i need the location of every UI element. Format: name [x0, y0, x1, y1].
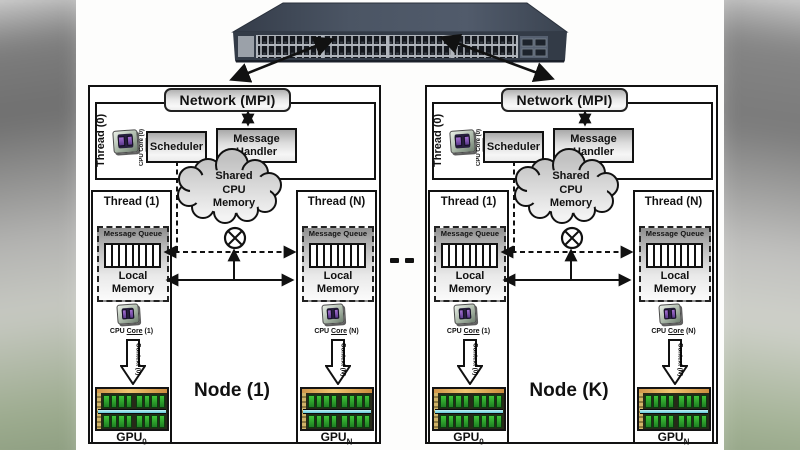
- message-queue-slots: [309, 243, 366, 268]
- node-title: Node (1): [194, 380, 270, 401]
- message-queue-label: Message Queue: [645, 228, 705, 238]
- message-handler-box: Message Handler: [553, 128, 634, 163]
- network-mpi-label: Network (MPI): [516, 92, 613, 108]
- more-nodes-ellipsis-dash: [405, 258, 414, 263]
- more-nodes-ellipsis-dash: [390, 258, 399, 263]
- cpu-core-label: CPU Core (1): [109, 328, 154, 335]
- network-switch-image: [231, 2, 569, 63]
- cpu-chip-icon: [658, 303, 682, 325]
- cpu-chip-icon: [116, 303, 140, 325]
- gpu-card-image: [95, 387, 169, 431]
- node-title: Node (K): [529, 380, 609, 401]
- context-arrow: Context (N): [325, 339, 351, 385]
- svg-text:Context (N): Context (N): [340, 343, 347, 376]
- message-queue-label: Message Queue: [308, 228, 368, 238]
- node-box: Network (MPI) Thread (0) CPU Core (0) Sc…: [425, 85, 718, 447]
- svg-text:Context (0): Context (0): [472, 343, 479, 375]
- network-mpi-box: Network (MPI): [501, 88, 628, 112]
- gpu-card-image: [432, 387, 506, 431]
- thread1-label: Thread (1): [103, 196, 160, 208]
- network-mpi-box: Network (MPI): [164, 88, 291, 112]
- network-mpi-label: Network (MPI): [179, 92, 276, 108]
- crossed-circle-junction: [223, 226, 246, 249]
- context-arrow: Context (N): [662, 339, 688, 385]
- cpu-chip-icon: [321, 303, 345, 325]
- message-handler-box: Message Handler: [216, 128, 297, 163]
- gpu-label: GPUN: [320, 430, 353, 447]
- cpu-core-label: CPU Core (N): [651, 328, 696, 335]
- threadN-label: Thread (N): [307, 196, 366, 208]
- thread0-label: Thread (0): [95, 113, 107, 167]
- cpu-core-label: CPU Core (1): [446, 328, 491, 335]
- message-queue-slots: [646, 243, 703, 268]
- gpu-card-image: [300, 387, 374, 431]
- thread0-label: Thread (0): [432, 113, 444, 167]
- gpu-label: GPU0: [453, 430, 484, 447]
- svg-text:Context (0): Context (0): [135, 343, 142, 375]
- thread1-label: Thread (1): [440, 196, 497, 208]
- message-queue-label: Message Queue: [103, 228, 163, 238]
- cpu-core-label: CPU Core (N): [314, 328, 359, 335]
- gpu-card-image: [637, 387, 711, 431]
- scheduler-box: Scheduler: [483, 131, 544, 163]
- crossed-circle-junction: [560, 226, 583, 249]
- background-blur-left: [0, 0, 90, 450]
- context-arrow: Context (0): [120, 339, 146, 385]
- scheduler-box: Scheduler: [146, 131, 207, 163]
- cpu-chip-icon: [453, 303, 477, 325]
- message-queue-slots: [441, 243, 498, 268]
- message-queue-label: Message Queue: [440, 228, 500, 238]
- gpu-label: GPUN: [657, 430, 690, 447]
- message-queue-slots: [104, 243, 161, 268]
- cpu-chip-icon: [449, 129, 476, 154]
- cpu-chip-icon: [112, 129, 139, 154]
- svg-text:Context (N): Context (N): [677, 343, 684, 376]
- gpu-label: GPU0: [116, 430, 147, 447]
- threadN-label: Thread (N): [644, 196, 703, 208]
- context-arrow: Context (0): [457, 339, 483, 385]
- node-box: Network (MPI) Thread (0) CPU Core (0) Sc…: [88, 85, 381, 447]
- background-blur-right: [710, 0, 800, 450]
